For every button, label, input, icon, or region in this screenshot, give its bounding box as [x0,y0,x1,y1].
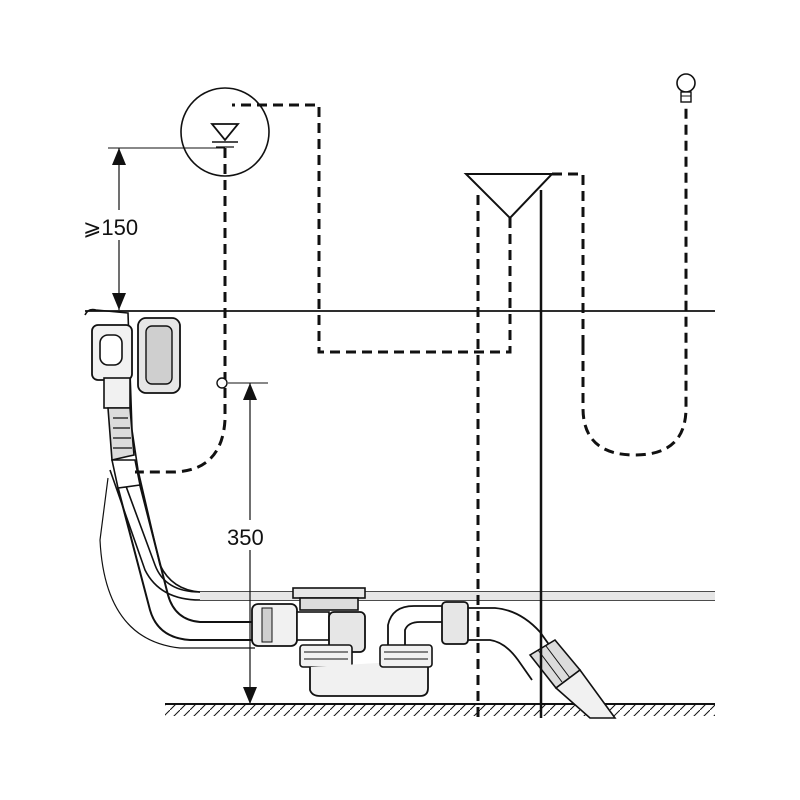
bulb-icon [676,73,696,103]
water-level-symbol [180,87,270,177]
overflow-dashed-route [135,148,227,474]
funnel-inner-dashed [232,103,512,354]
dashed-u-loop [581,105,688,457]
tub-bottom [109,469,715,601]
funnel-icon [463,173,555,220]
dimension-label-lower: 350 [227,525,264,550]
overflow-filler-unit [91,317,181,489]
dimension-arrow [112,148,126,165]
siphon-trap [309,601,617,719]
floor [165,703,715,716]
drain-outlet-pipe [528,638,617,719]
fill-level-marker [216,377,228,389]
dimension-350: 350 [225,382,277,704]
dimension-label-upper: ⩾150 [83,215,138,240]
dimension-150: ⩾150 [82,147,225,310]
drain-assembly [251,587,366,668]
overflow-pipe [99,477,255,649]
funnel-dashed-route [552,172,585,345]
